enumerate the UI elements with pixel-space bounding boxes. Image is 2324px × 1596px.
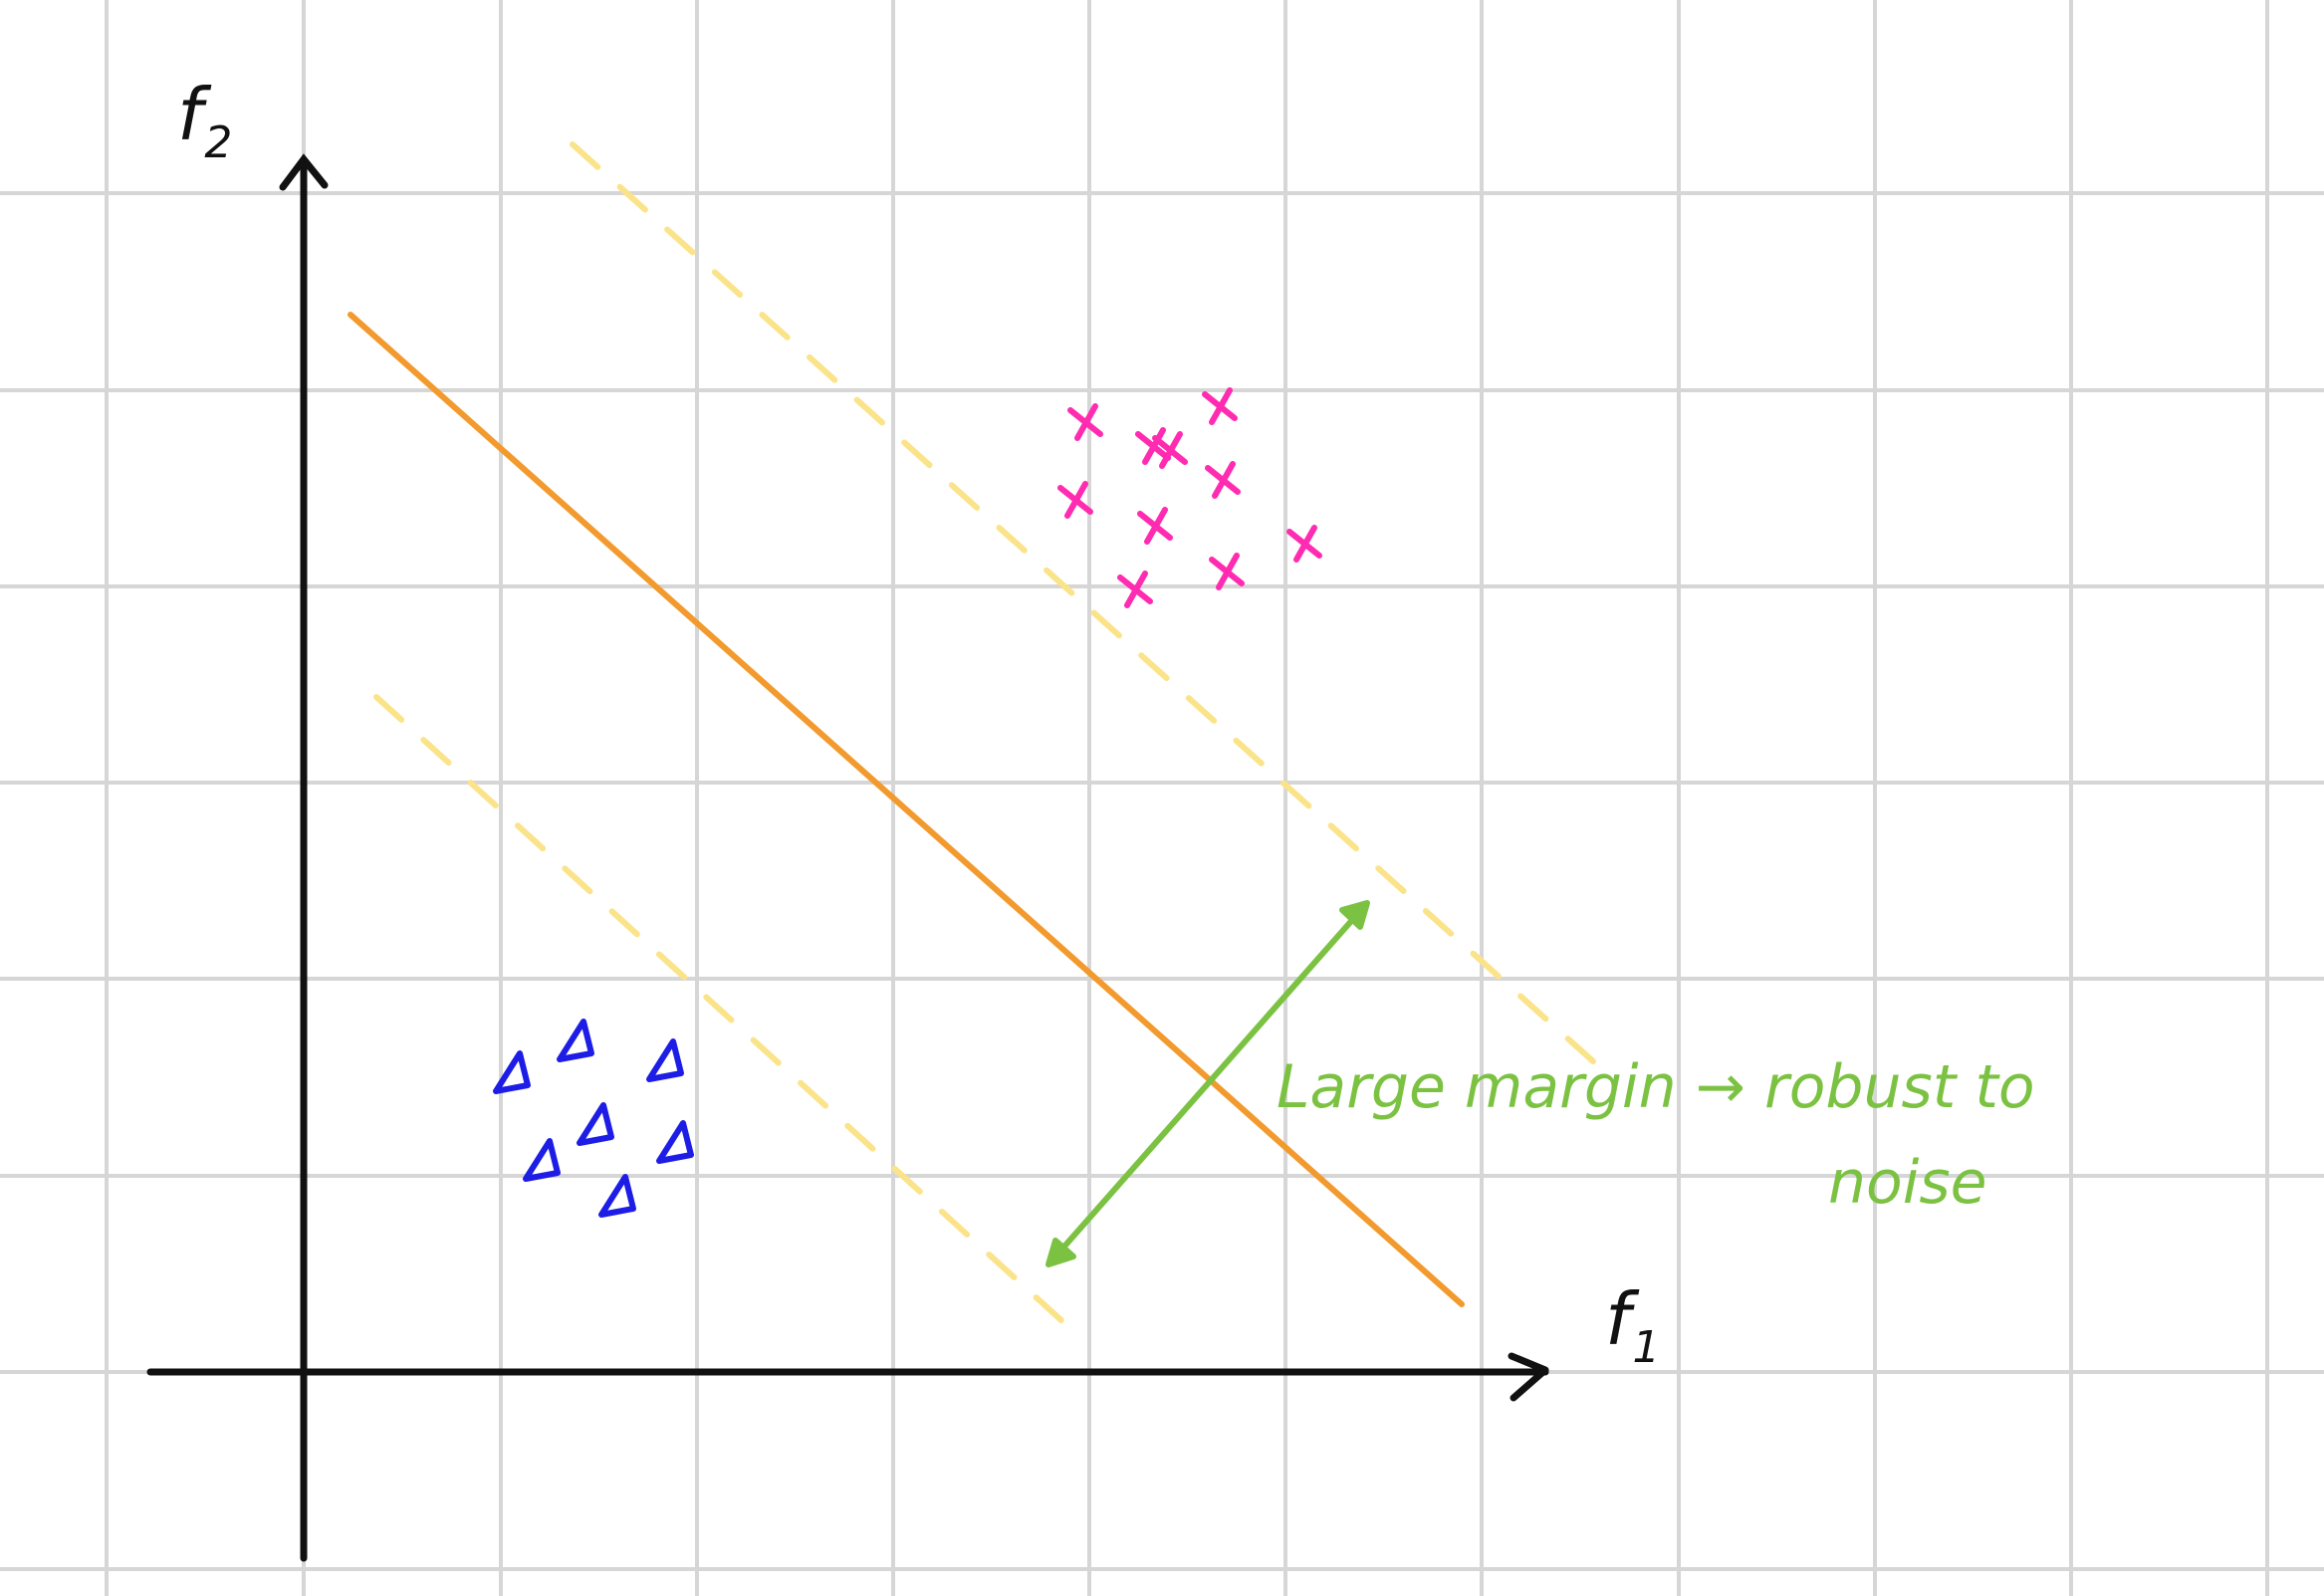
- upper-margin-line: [570, 141, 1606, 1073]
- class-triangle-points: [493, 1019, 694, 1218]
- x-marker: [1135, 427, 1171, 465]
- triangle-marker: [577, 1102, 614, 1146]
- y-axis-label: f2: [177, 73, 232, 168]
- x-marker: [1117, 570, 1153, 608]
- x-marker: [1209, 553, 1245, 590]
- x-marker: [1137, 507, 1173, 545]
- lower-margin-line: [373, 694, 1066, 1325]
- decision-boundary: [348, 312, 1465, 1307]
- x-marker: [1286, 525, 1322, 563]
- margin-width-arrow: [1046, 900, 1370, 1267]
- x-marker: [1067, 403, 1103, 441]
- triangle-marker: [656, 1120, 694, 1164]
- x-marker: [1057, 481, 1093, 519]
- x-axis-label: f1: [1605, 1277, 1660, 1373]
- x-marker: [1152, 431, 1188, 469]
- annotation-line-2: noise: [1828, 1148, 1987, 1218]
- class-x-points: [1057, 387, 1322, 608]
- x-marker: [1205, 461, 1241, 499]
- triangle-marker: [493, 1050, 531, 1094]
- triangle-marker: [523, 1138, 561, 1182]
- x-marker: [1202, 387, 1238, 425]
- triangle-marker: [646, 1038, 684, 1082]
- triangle-marker: [557, 1019, 594, 1062]
- x-axis: [146, 1352, 1549, 1402]
- annotation-line-1: Large margin → robust to: [1277, 1052, 2035, 1122]
- triangle-marker: [598, 1174, 636, 1218]
- y-axis: [279, 153, 329, 1562]
